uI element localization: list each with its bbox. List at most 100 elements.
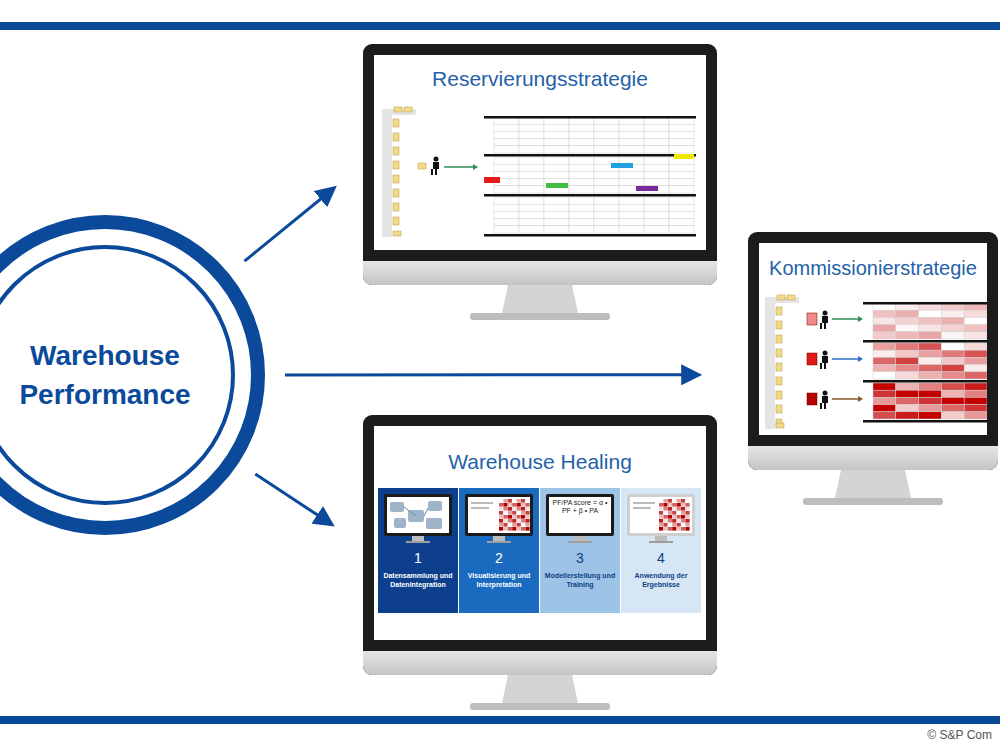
heat-cell xyxy=(677,511,681,515)
heat-cell xyxy=(512,499,516,503)
grid-cell xyxy=(519,171,544,178)
rack-slot xyxy=(393,119,399,127)
monitor-stand xyxy=(502,675,578,703)
grid-cell xyxy=(873,310,896,317)
heat-cell xyxy=(663,515,667,519)
grid-cell xyxy=(873,397,896,404)
mini-monitor-icon xyxy=(621,488,701,546)
grid-cell xyxy=(594,211,619,218)
grid-cell xyxy=(964,412,987,419)
grid-cell xyxy=(941,317,964,324)
rack-slot xyxy=(776,321,782,329)
grid-cell xyxy=(873,383,896,390)
heat-cell xyxy=(508,503,512,507)
heat-cell xyxy=(499,499,503,503)
grid-cell xyxy=(544,226,569,233)
grid-cell xyxy=(919,397,942,404)
heat-cell xyxy=(668,499,672,503)
rack-slot xyxy=(787,295,795,300)
heat-cell xyxy=(672,507,676,511)
inner-ring xyxy=(0,247,233,503)
aisle-line xyxy=(863,380,987,383)
grid-cell xyxy=(919,412,942,419)
monitor-base xyxy=(803,498,943,505)
grid-cell xyxy=(644,124,669,131)
grid-cell xyxy=(896,405,919,412)
grid-cell xyxy=(964,310,987,317)
grid-cell xyxy=(919,332,942,339)
heat-cell xyxy=(672,511,676,515)
heat-cell xyxy=(503,519,507,523)
flow-arrow xyxy=(858,316,863,322)
grid-cell xyxy=(964,357,987,364)
aisle-line xyxy=(863,302,987,305)
grid-cell xyxy=(644,219,669,226)
mini-stand xyxy=(568,541,592,543)
grid-cell xyxy=(896,317,919,324)
step-panel: 1Datensammlung und Datenintegration xyxy=(378,488,458,613)
grid-cell xyxy=(494,131,519,138)
grid-cell xyxy=(569,131,594,138)
reserved-cell xyxy=(636,186,658,191)
grid-cell xyxy=(896,390,919,397)
reserved-cell xyxy=(546,183,568,188)
grid-cell xyxy=(544,164,569,171)
heat-cell xyxy=(681,523,685,527)
grid-cell xyxy=(494,157,519,164)
heat-cell xyxy=(512,507,516,511)
bottom-bar xyxy=(0,716,1000,724)
performance-circle: Warehouse Performance xyxy=(0,215,265,535)
heat-cell xyxy=(521,499,525,503)
heat-cell xyxy=(677,515,681,519)
data-source xyxy=(428,501,442,511)
picker-swatch xyxy=(807,393,817,405)
grid-cell xyxy=(964,350,987,357)
grid-cell xyxy=(669,164,694,171)
heat-cell xyxy=(668,511,672,515)
grid-cell xyxy=(594,124,619,131)
grid-cell xyxy=(594,204,619,211)
heat-cell xyxy=(681,507,685,511)
heat-cell xyxy=(517,503,521,507)
person-icon xyxy=(823,351,828,356)
grid-cell xyxy=(941,343,964,350)
grid-cell xyxy=(494,204,519,211)
grid-cell xyxy=(544,131,569,138)
aisle-line xyxy=(863,420,987,423)
heat-cell xyxy=(525,507,529,511)
grid-cell xyxy=(619,124,644,131)
heat-cell xyxy=(681,519,685,523)
grid-cell xyxy=(544,197,569,204)
grid-cell xyxy=(873,372,896,379)
grid-cell xyxy=(494,139,519,146)
heat-cell xyxy=(668,523,672,527)
step-caption: Visualisierung und Interpretation xyxy=(462,572,536,590)
heat-cell xyxy=(503,523,507,527)
mini-screen xyxy=(549,497,611,533)
rack-slot xyxy=(776,335,782,343)
heat-cell xyxy=(681,511,685,515)
rack-slot xyxy=(776,377,782,385)
grid-cell xyxy=(896,372,919,379)
mini-monitor-icon xyxy=(459,488,539,546)
grid-cell xyxy=(644,211,669,218)
grid-cell xyxy=(964,365,987,372)
heat-cell xyxy=(499,527,503,531)
rack-slot xyxy=(776,307,782,315)
grid-cell xyxy=(494,124,519,131)
mini-stand xyxy=(574,536,586,541)
rack-slot xyxy=(393,189,399,197)
flow-arrow xyxy=(832,398,859,400)
heat-cell xyxy=(517,527,521,531)
heat-cell xyxy=(517,519,521,523)
flow-arrow xyxy=(473,164,478,170)
heat-cell xyxy=(499,511,503,515)
grid-cell xyxy=(964,325,987,332)
rack-slot xyxy=(393,231,401,236)
grid-cell xyxy=(896,357,919,364)
heat-cell xyxy=(681,503,685,507)
heat-cell xyxy=(512,503,516,507)
copyright-note: © S&P Com xyxy=(927,728,992,742)
heat-cell xyxy=(663,503,667,507)
heat-cell xyxy=(525,515,529,519)
